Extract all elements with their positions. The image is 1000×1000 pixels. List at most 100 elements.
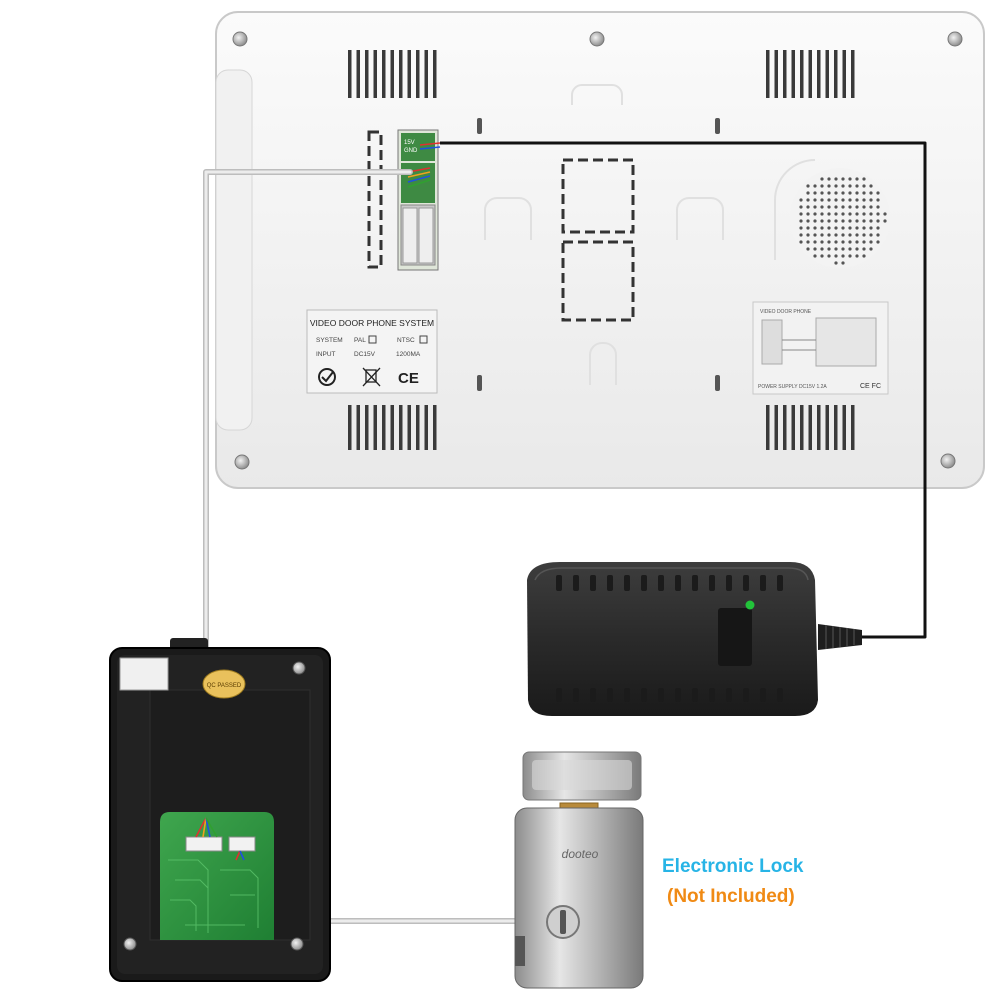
speaker-hole (799, 219, 803, 223)
adapter-rib (760, 575, 766, 591)
speaker-hole (827, 184, 831, 188)
speaker-hole (862, 254, 866, 258)
vent-slot (800, 405, 804, 450)
vent-slot (424, 405, 428, 450)
speaker-hole (827, 240, 831, 244)
vent-slot (817, 405, 821, 450)
speaker-hole (869, 198, 873, 202)
qc-passed-text: QC PASSED (207, 683, 242, 689)
screw-icon (947, 31, 963, 47)
sticker-title: VIDEO DOOR PHONE SYSTEM (310, 318, 434, 328)
speaker-hole (848, 254, 852, 258)
speaker-hole (820, 226, 824, 230)
speaker-hole (855, 198, 859, 202)
adapter-rib (692, 688, 698, 702)
adapter-rib (590, 575, 596, 591)
adapter-rib (658, 688, 664, 702)
screw-icon (292, 661, 306, 675)
speaker-hole (841, 198, 845, 202)
speaker-hole (820, 212, 824, 216)
speaker-hole (827, 233, 831, 237)
speaker-hole (869, 233, 873, 237)
speaker-hole (841, 240, 845, 244)
lock-body (514, 807, 644, 989)
speaker-hole (862, 184, 866, 188)
speaker-hole (855, 219, 859, 223)
rear-label-title: VIDEO DOOR PHONE (760, 309, 812, 315)
bracket-holes (367, 130, 635, 322)
speaker-hole (834, 212, 838, 216)
speaker-hole (855, 177, 859, 181)
speaker-hole (820, 184, 824, 188)
speaker-hole (876, 233, 880, 237)
vent-slot (382, 50, 386, 98)
speaker-hole (855, 184, 859, 188)
speaker-hole (862, 247, 866, 251)
speaker-hole (827, 205, 831, 209)
ce-mark: CE (398, 370, 419, 387)
speaker-hole (820, 191, 824, 195)
screw-icon (940, 453, 956, 469)
monitor-connector-block: 15V GND (397, 129, 441, 271)
door-station-spec-sticker (119, 657, 169, 691)
speaker-hole (848, 219, 852, 223)
vent-slot (348, 50, 352, 98)
speaker-hole (883, 212, 887, 216)
speaker-hole (841, 191, 845, 195)
vent-slot (825, 50, 829, 98)
speaker-hole (848, 191, 852, 195)
adapter-rib (607, 688, 613, 702)
speaker-hole (799, 240, 803, 244)
speaker-hole (834, 191, 838, 195)
vent-slot (851, 50, 855, 98)
slot-marks (477, 118, 720, 391)
speaker-hole (820, 254, 824, 258)
speaker-hole (869, 212, 873, 216)
weee-bin-icon (362, 367, 381, 387)
monitor-rear-label: VIDEO DOOR PHONE POWER SUPPLY DC15V 1.2A… (752, 301, 889, 395)
adapter-rib (692, 575, 698, 591)
speaker-hole (855, 226, 859, 230)
adapter-rib (777, 575, 783, 591)
screw-icon (234, 454, 250, 470)
adapter-rib (624, 575, 630, 591)
speaker-hole (827, 198, 831, 202)
screw-icon (290, 937, 304, 951)
vent-slot (834, 405, 838, 450)
speaker-hole (841, 261, 845, 265)
speaker-hole (848, 184, 852, 188)
speaker-hole (848, 205, 852, 209)
adapter-rib (658, 575, 664, 591)
speaker-hole (876, 219, 880, 223)
speaker-hole (855, 233, 859, 237)
adapter-rib (607, 575, 613, 591)
adapter-rib (556, 575, 562, 591)
speaker-hole (862, 177, 866, 181)
speaker-hole (869, 219, 873, 223)
adapter-rib (709, 688, 715, 702)
speaker-hole (841, 184, 845, 188)
speaker-hole (813, 212, 817, 216)
speaker-hole (827, 247, 831, 251)
speaker-hole (799, 205, 803, 209)
speaker-hole (834, 261, 838, 265)
lock-connector (228, 836, 256, 852)
adapter-rib (624, 688, 630, 702)
speaker-hole (848, 233, 852, 237)
input-label: INPUT (316, 351, 336, 358)
vent-slot (791, 405, 795, 450)
speaker-hole (806, 219, 810, 223)
adapter-rib (743, 688, 749, 702)
speaker-hole (813, 198, 817, 202)
speaker-hole (813, 247, 817, 251)
mounting-bosses (484, 84, 816, 385)
speaker-hole (820, 205, 824, 209)
adapter-rib (573, 575, 579, 591)
adapter-rib (556, 688, 562, 702)
speaker-hole (799, 233, 803, 237)
speaker-hole (869, 184, 873, 188)
speaker-hole (834, 177, 838, 181)
speaker-hole (855, 191, 859, 195)
speaker-hole (827, 212, 831, 216)
